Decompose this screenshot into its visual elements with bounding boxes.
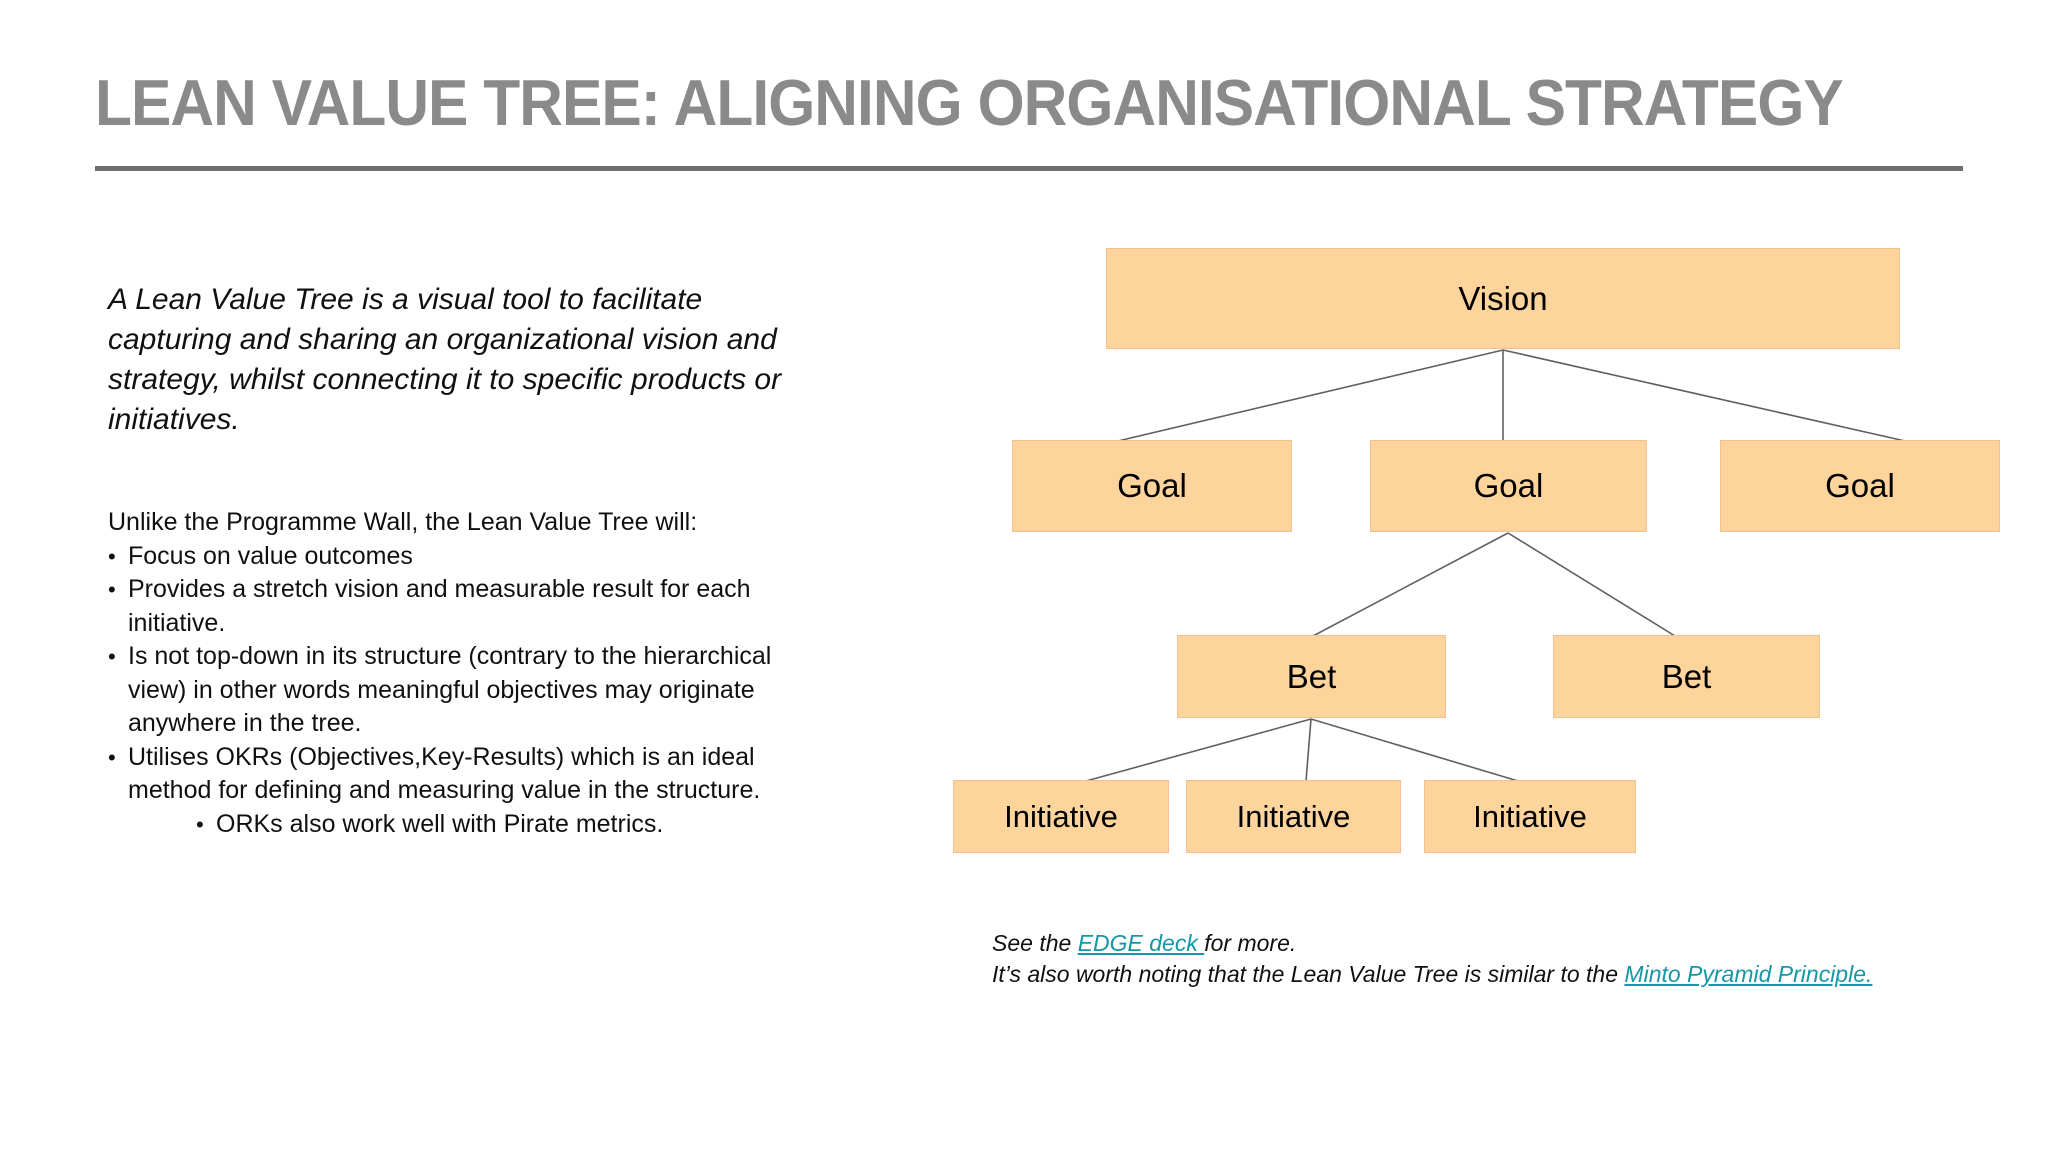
footnote-text: It’s also worth noting that the Lean Val… <box>992 961 1625 987</box>
sub-bullet-text: ORKs also work well with Pirate metrics. <box>216 809 664 838</box>
node-label: Goal <box>1825 467 1895 504</box>
bullet-item: • Provides a stretch vision and measurab… <box>108 573 958 640</box>
node-label: Initiative <box>1236 798 1351 834</box>
node-label: Vision <box>1458 279 1548 317</box>
footnote-line-2: It’s also worth noting that the Lean Val… <box>992 959 1872 990</box>
node-label: Initiative <box>1004 798 1118 834</box>
node-label: Bet <box>1286 657 1337 695</box>
bullet-text: Utilises OKRs (Objectives,Key-Results) w… <box>128 742 761 805</box>
goal-node-1: Goal <box>1012 440 1292 532</box>
page-title: LEAN VALUE TREE: ALIGNING ORGANISATIONAL… <box>95 66 1844 139</box>
goal-node-3: Goal <box>1720 440 2000 532</box>
title-underline <box>95 166 1963 171</box>
bet-node-1: Bet <box>1177 635 1446 718</box>
footnote-line-1: See the EDGE deck for more. <box>992 928 1872 959</box>
bullet-dot: • <box>108 744 116 770</box>
footnote: See the EDGE deck for more. It’s also wo… <box>992 928 1872 990</box>
bet-node-2: Bet <box>1553 635 1820 718</box>
bullet-list: Unlike the Programme Wall, the Lean Valu… <box>108 506 958 841</box>
bullet-text: Provides a stretch vision and measurable… <box>128 575 751 637</box>
intro-paragraph: A Lean Value Tree is a visual tool to fa… <box>108 283 782 436</box>
bullet-item: • Is not top-down in its structure (cont… <box>108 640 958 741</box>
bullet-dot: • <box>108 644 116 669</box>
initiative-node-1: Initiative <box>953 780 1169 853</box>
bullet-dot: • <box>108 577 116 602</box>
initiative-node-2: Initiative <box>1186 780 1401 853</box>
vision-node: Vision <box>1106 248 1900 349</box>
goal-node-2: Goal <box>1370 440 1647 532</box>
minto-pyramid-link[interactable]: Minto Pyramid Principle. <box>1624 961 1873 987</box>
bullet-dot: • <box>196 811 204 837</box>
node-label: Goal <box>1473 467 1544 504</box>
edge-deck-link[interactable]: EDGE deck <box>1077 930 1205 956</box>
bullet-text: Focus on value outcomes <box>128 541 413 570</box>
bullet-dot: • <box>108 543 116 569</box>
footnote-text: See the <box>992 930 1078 956</box>
bullet-item: • Utilises OKRs (Objectives,Key-Results)… <box>108 741 958 808</box>
node-label: Bet <box>1661 657 1712 695</box>
node-label: Goal <box>1117 467 1187 504</box>
list-intro: Unlike the Programme Wall, the Lean Valu… <box>108 508 698 536</box>
bullet-item: • Focus on value outcomes <box>108 540 958 574</box>
footnote-text: for more. <box>1204 930 1297 956</box>
node-label: Initiative <box>1473 798 1587 834</box>
bullet-text: Is not top-down in its structure (contra… <box>128 642 772 737</box>
initiative-node-3: Initiative <box>1424 780 1636 853</box>
sub-bullet-item: • ORKs also work well with Pirate metric… <box>196 808 958 842</box>
